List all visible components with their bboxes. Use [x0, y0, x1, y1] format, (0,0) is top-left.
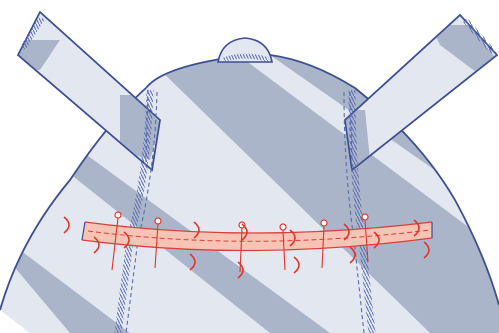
collar	[218, 38, 272, 62]
right-sleeve	[345, 15, 497, 170]
left-sleeve	[18, 12, 160, 170]
